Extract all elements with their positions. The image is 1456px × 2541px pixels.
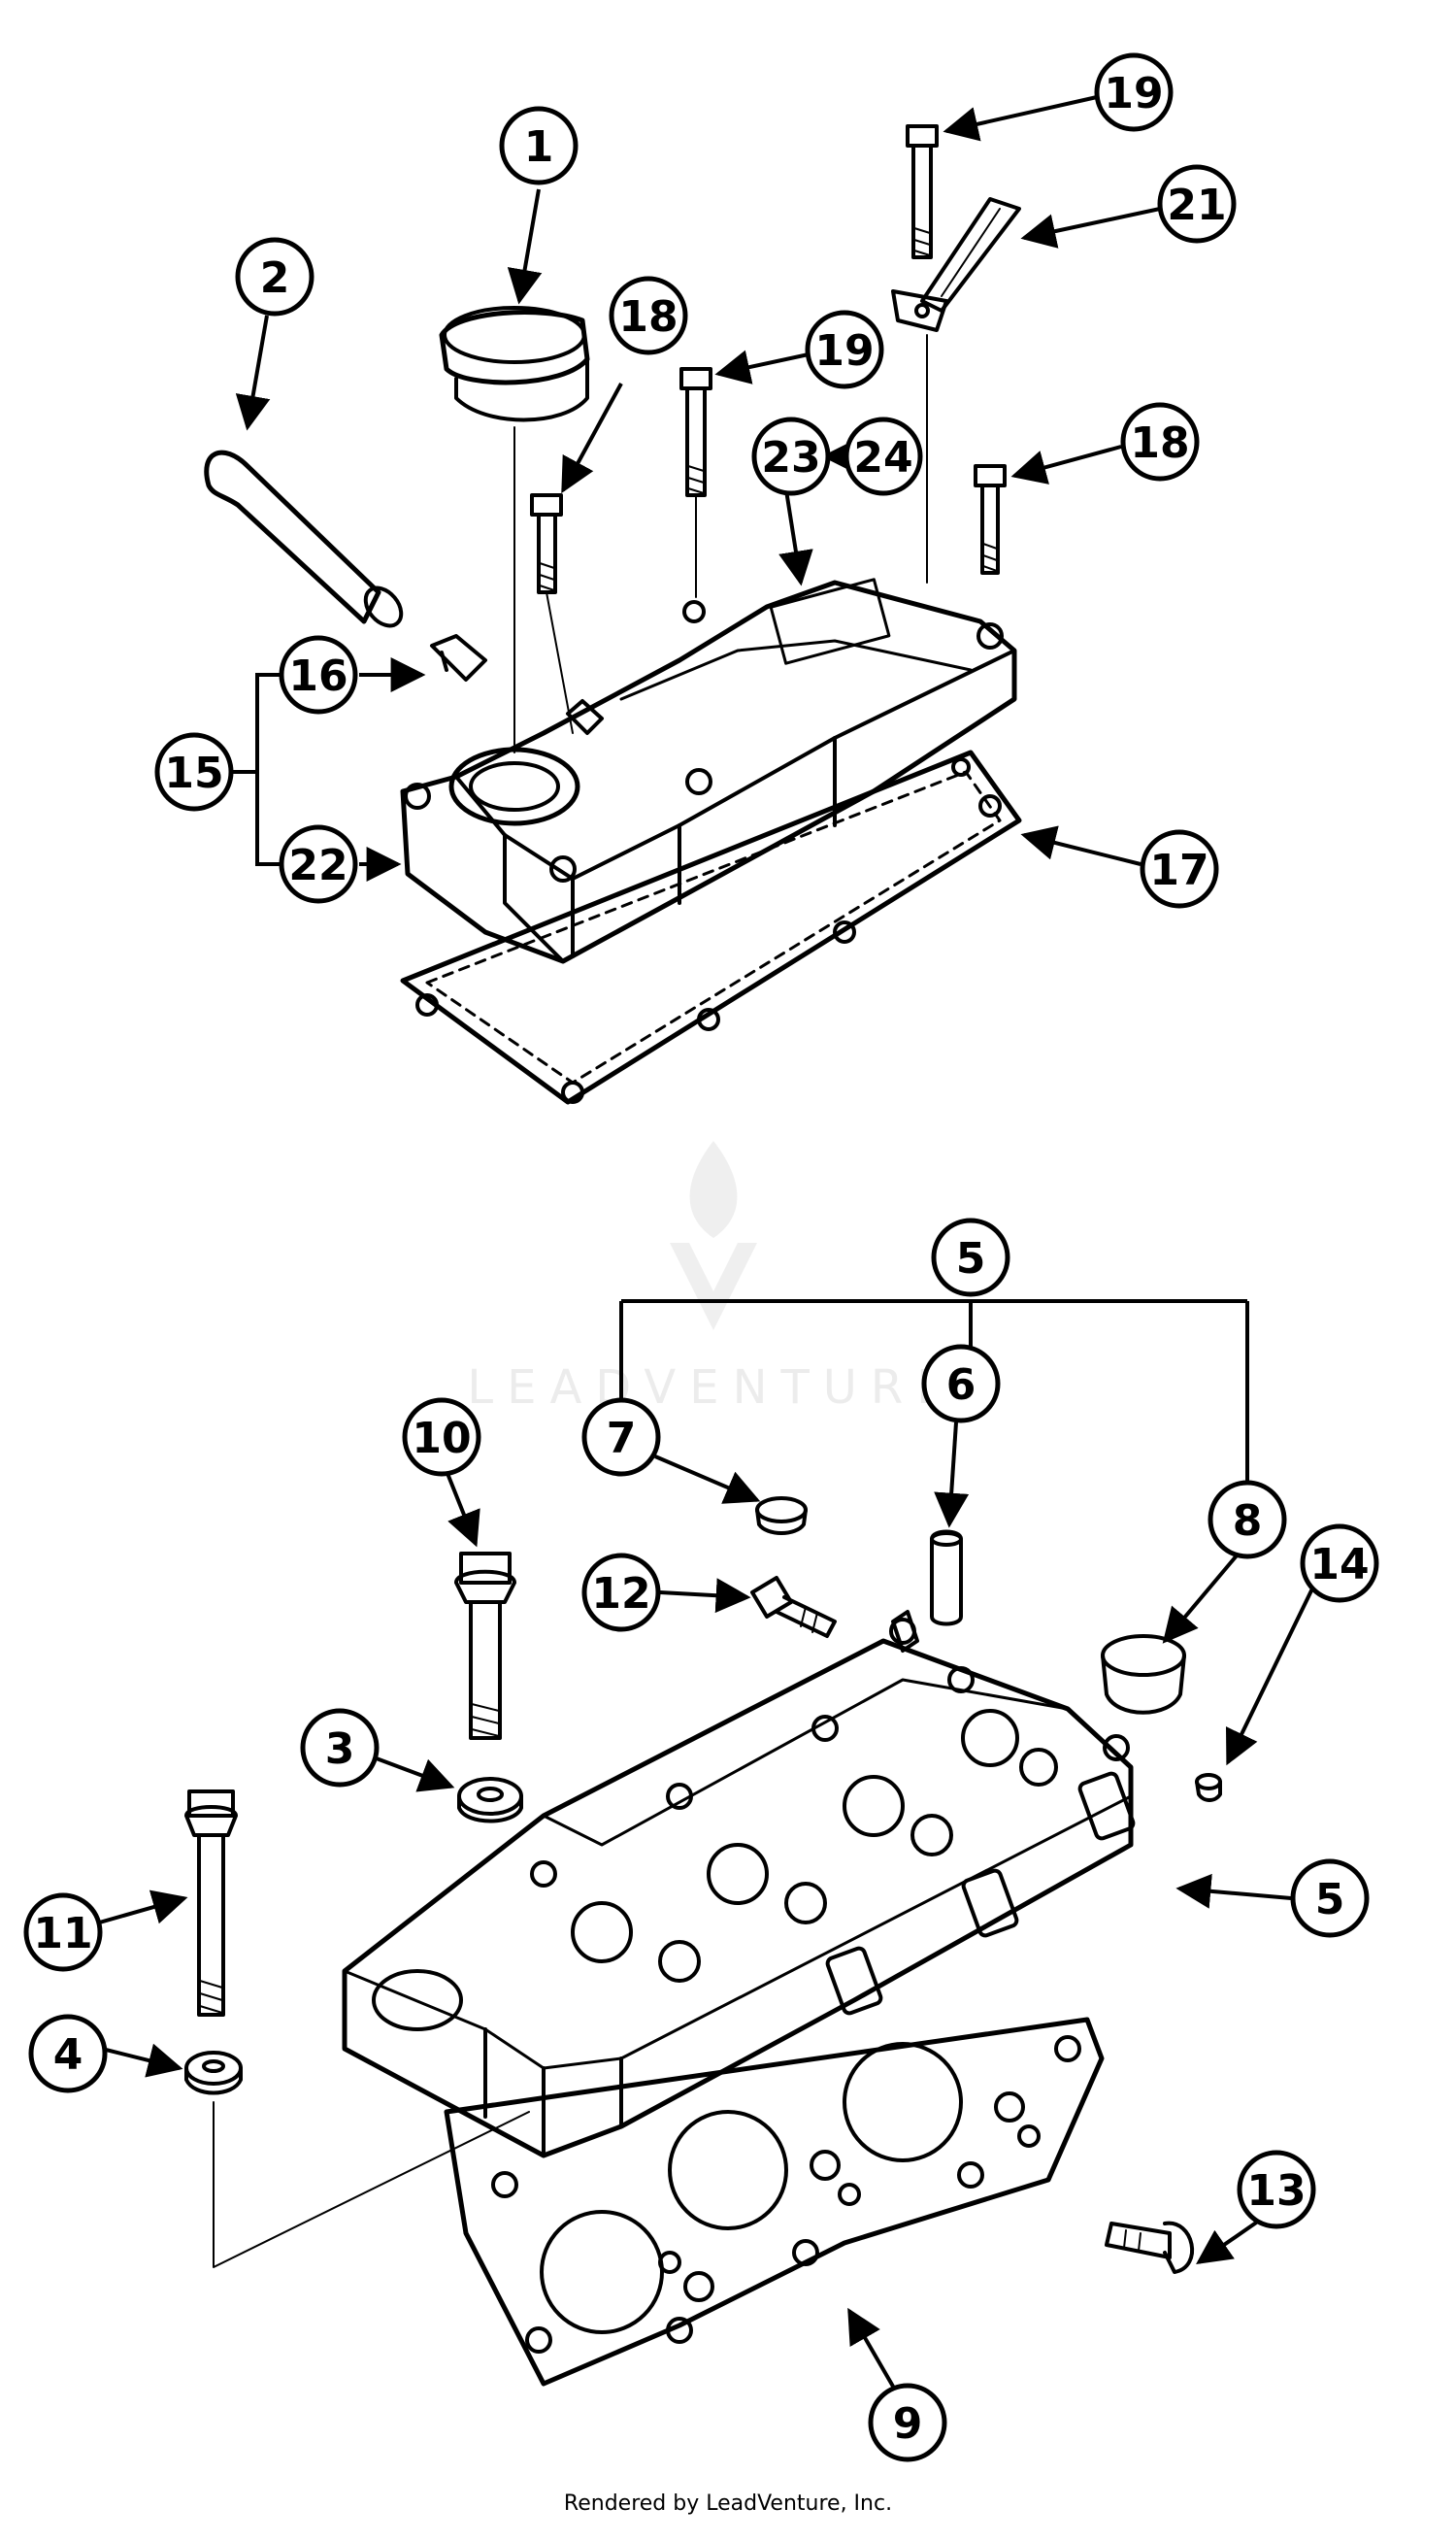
callout-label: 5 — [1315, 1875, 1345, 1924]
cover-bolt-18-right — [974, 464, 1007, 575]
callout-label: 9 — [893, 2399, 923, 2449]
callout-label: 19 — [1104, 69, 1163, 118]
breather-fitting — [430, 634, 487, 682]
lifting-bracket — [891, 197, 1021, 332]
callout-label: 8 — [1233, 1496, 1263, 1546]
callout-label: 23 — [761, 433, 820, 483]
callout-18-right: 18 — [1120, 402, 1200, 482]
callout-12: 12 — [581, 1553, 661, 1632]
callout-4: 4 — [28, 2014, 108, 2093]
callout-19-top: 19 — [1094, 52, 1174, 132]
expansion-plug-large — [1101, 1634, 1186, 1715]
callout-label: 21 — [1167, 181, 1226, 230]
callout-14: 14 — [1300, 1523, 1379, 1603]
callout-label: 14 — [1309, 1540, 1369, 1589]
cylinder-head — [342, 1610, 1136, 2158]
head-bolt-washer-3 — [457, 1777, 523, 1823]
callout-5-right: 5 — [1290, 1858, 1370, 1938]
callout-label: 3 — [325, 1724, 355, 1774]
head-bolt-13 — [1105, 2221, 1194, 2274]
watermark: LEADVENTURE — [467, 1141, 959, 1415]
callout-label: 16 — [288, 652, 347, 701]
head-bolt-long — [454, 1552, 516, 1740]
footer-credit: Rendered by LeadVenture, Inc. — [563, 2491, 893, 2516]
callout-18-left: 18 — [609, 276, 688, 355]
expansion-plug-small — [755, 1496, 808, 1535]
callout-label: 11 — [33, 1909, 92, 1958]
valve-cover — [400, 578, 1017, 964]
head-bolt-washer-4 — [184, 2051, 243, 2095]
callout-22: 22 — [279, 824, 358, 904]
callout-2: 2 — [235, 237, 314, 317]
callout-label: 24 — [853, 433, 912, 483]
callout-label: 6 — [946, 1360, 976, 1410]
callout-label: 12 — [591, 1569, 650, 1619]
cover-bolt-19-mid — [679, 367, 712, 497]
callout-19-mid: 19 — [805, 310, 884, 389]
head-screw-12 — [750, 1576, 837, 1638]
callout-6: 6 — [921, 1344, 1001, 1423]
watermark-text: LEADVENTURE — [467, 1360, 959, 1415]
callout-label: 4 — [53, 2030, 83, 2080]
callout-label: 13 — [1246, 2166, 1306, 2216]
callout-3: 3 — [300, 1708, 380, 1788]
valve-guide — [930, 1529, 963, 1626]
callout-1: 1 — [499, 106, 579, 185]
callout-17: 17 — [1140, 829, 1219, 909]
callout-13: 13 — [1237, 2150, 1316, 2229]
watermark-flame-icon — [689, 1141, 738, 1238]
callout-bubbles: 1 2 18 19 19 21 23 24 18 16 15 22 17 5 6… — [23, 52, 1379, 2462]
callout-24: 24 — [844, 417, 923, 496]
callout-7: 7 — [581, 1397, 661, 1477]
watermark-v-icon — [670, 1243, 757, 1330]
breather-hose — [204, 450, 404, 628]
oil-filler-cap — [439, 306, 590, 422]
callout-8: 8 — [1208, 1480, 1287, 1559]
callout-16: 16 — [279, 635, 358, 715]
callout-15: 15 — [154, 732, 234, 812]
callout-label: 18 — [618, 292, 678, 342]
callout-label: 1 — [524, 122, 554, 172]
cover-bolt-19-top — [906, 124, 939, 259]
pipe-plug — [1195, 1773, 1222, 1802]
callout-label: 5 — [956, 1234, 986, 1284]
callout-21: 21 — [1157, 164, 1237, 244]
head-bolt-short — [184, 1789, 238, 2017]
callout-label: 15 — [164, 749, 223, 798]
callout-11: 11 — [23, 1892, 103, 1972]
callout-label: 10 — [412, 1414, 471, 1463]
callout-23: 23 — [751, 417, 831, 496]
callout-label: 19 — [814, 326, 874, 376]
cylinder-head-gasket — [444, 2017, 1105, 2387]
callout-label: 7 — [607, 1414, 637, 1463]
callout-label: 2 — [260, 253, 290, 303]
valve-cover-gasket — [400, 750, 1022, 1105]
callout-5-top: 5 — [931, 1218, 1010, 1297]
cover-bolt-18-left — [530, 493, 563, 594]
callout-10: 10 — [402, 1397, 481, 1477]
callout-label: 17 — [1149, 846, 1208, 895]
callout-label: 22 — [288, 841, 347, 890]
callout-9: 9 — [868, 2383, 947, 2462]
callout-label: 18 — [1130, 418, 1189, 468]
